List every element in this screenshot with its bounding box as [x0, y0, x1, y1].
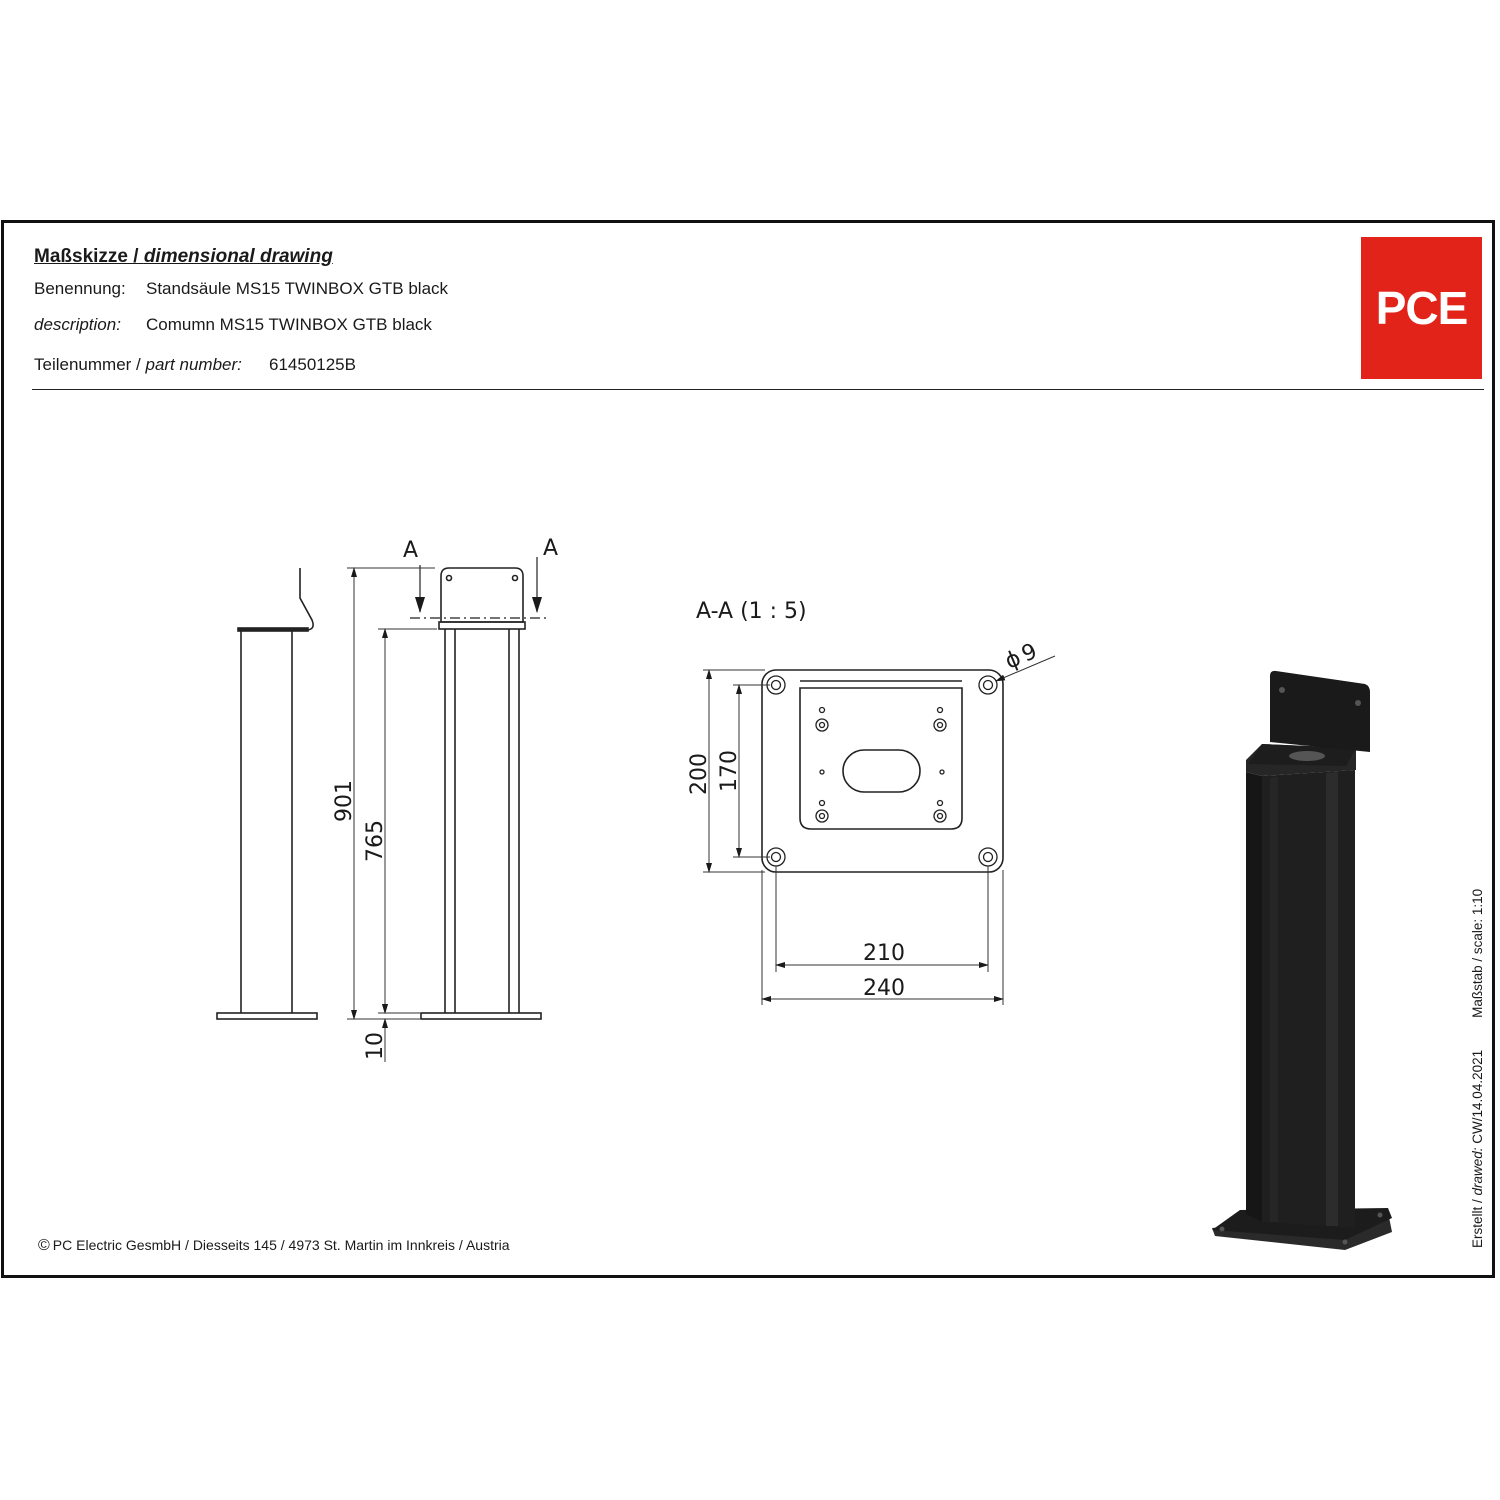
part-number-row: Teilenummer / part number: 61450125B [34, 355, 356, 375]
side-view-base [216, 1012, 318, 1020]
corner-hole-icon [978, 847, 998, 867]
title-de: Maßskizze / [34, 246, 144, 267]
description-value: Comumn MS15 TWINBOX GTB black [146, 315, 432, 334]
bracket-hole-icon [511, 574, 519, 582]
name-row: Benennung: Standsäule MS15 TWINBOX GTB b… [34, 279, 448, 299]
hole-diameter-label: ϕ 9 [1002, 639, 1041, 675]
mounting-bolt-icon [815, 706, 829, 732]
drawing-sheet: Maßskizze / dimensional drawing Benennun… [1, 220, 1495, 1278]
dim-901: 901 [332, 780, 357, 822]
dim-240: 240 [863, 976, 905, 1001]
drawing-title: Maßskizze / dimensional drawing [34, 246, 333, 268]
part-label-en: part number: [145, 355, 242, 374]
header-divider [32, 389, 1484, 390]
description-label: description: [34, 315, 121, 334]
name-value: Standsäule MS15 TWINBOX GTB black [146, 279, 449, 298]
footer-address: PC Electric GesmbH / Diesseits 145 / 497… [52, 1237, 510, 1253]
mounting-bolt-icon [933, 799, 947, 823]
title-en: dimensional drawing [143, 246, 333, 267]
front-view-top-plate [438, 621, 526, 630]
bracket-hole-icon [445, 574, 453, 582]
dim-210: 210 [863, 941, 905, 966]
mounting-plate [799, 687, 963, 830]
section-marker-left: A [403, 538, 418, 563]
front-view-bracket [440, 567, 524, 623]
copyright-icon: © [38, 1237, 50, 1254]
cable-opening [842, 749, 921, 793]
pce-logo: PCE [1361, 237, 1482, 379]
product-render [1212, 670, 1392, 1250]
dim-200: 200 [687, 753, 712, 795]
name-label: Benennung: [34, 279, 126, 298]
small-hole-icon [819, 769, 825, 775]
mounting-bolt-icon [933, 706, 947, 732]
small-hole-icon [939, 769, 945, 775]
part-number-value: 61450125B [269, 355, 356, 374]
part-label-de: Teilenummer / [34, 355, 146, 374]
height-dimensions [347, 567, 437, 1062]
dim-10: 10 [363, 1032, 388, 1060]
base-plate [761, 669, 1004, 873]
side-view [216, 568, 318, 1020]
dim-170: 170 [717, 750, 742, 792]
section-line [410, 557, 548, 619]
footer: ©PC Electric GesmbH / Diesseits 145 / 49… [38, 1237, 510, 1255]
front-view-base [420, 1012, 542, 1020]
dim-765: 765 [363, 820, 388, 862]
corner-hole-icon [978, 675, 998, 695]
description-row: description: Comumn MS15 TWINBOX GTB bla… [34, 315, 432, 335]
mounting-bolt-icon [815, 799, 829, 823]
side-view-bracket [238, 568, 314, 631]
front-view [420, 567, 542, 1020]
section-marker-right: A [543, 536, 558, 561]
section-title: A-A (1 : 5) [696, 599, 807, 624]
section-dimensions [703, 655, 1056, 1005]
plate-holes [766, 675, 998, 867]
side-view-top-plate [237, 627, 309, 632]
section-plate [761, 669, 1004, 873]
